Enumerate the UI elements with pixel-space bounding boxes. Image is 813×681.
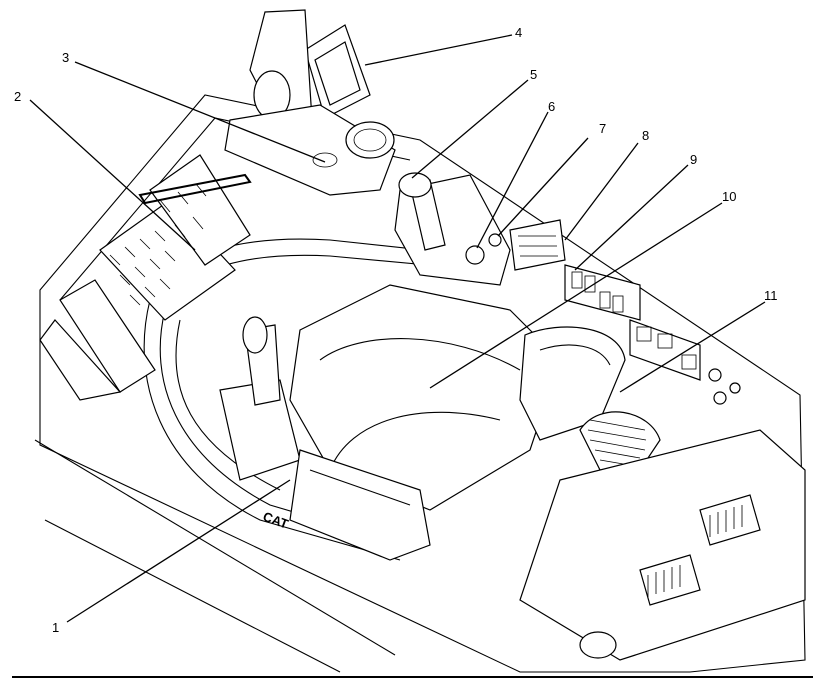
rear-floor-equipment xyxy=(519,368,806,661)
cat-logo-text: CAT xyxy=(261,509,290,532)
leader-lines xyxy=(29,34,766,623)
callout-9: 9 xyxy=(690,152,697,167)
switch-panel-middle xyxy=(564,264,641,321)
leader-6 xyxy=(476,111,549,249)
right-console xyxy=(394,172,511,286)
callout-5: 5 xyxy=(530,67,537,82)
callout-labels: 1 2 3 4 5 6 7 8 9 10 11 xyxy=(14,25,778,635)
leader-11 xyxy=(619,301,766,393)
leader-4 xyxy=(364,34,513,66)
callout-8: 8 xyxy=(642,128,649,143)
monitor xyxy=(249,9,371,133)
travel-pedals xyxy=(99,154,252,321)
leader-8 xyxy=(564,142,639,241)
switch-panel-lower xyxy=(629,319,701,381)
callout-2: 2 xyxy=(14,89,21,104)
leader-5 xyxy=(411,79,529,179)
leader-7 xyxy=(497,137,589,237)
leader-2 xyxy=(29,99,196,251)
callout-10: 10 xyxy=(722,189,736,204)
brand-mark: CAT xyxy=(261,509,290,532)
callout-4: 4 xyxy=(515,25,522,40)
callout-3: 3 xyxy=(62,50,69,65)
callout-1: 1 xyxy=(52,620,59,635)
cup-holder xyxy=(224,104,396,196)
leader-9 xyxy=(574,164,689,271)
callout-7: 7 xyxy=(599,121,606,136)
leader-10 xyxy=(429,202,723,389)
callout-6: 6 xyxy=(548,99,555,114)
switch-panel-upper xyxy=(509,219,566,271)
callout-11: 11 xyxy=(764,288,778,303)
cab-floor xyxy=(12,94,813,678)
leader-3 xyxy=(74,61,326,163)
operator-seat xyxy=(289,284,626,511)
left-console xyxy=(219,316,431,561)
footrest xyxy=(39,279,156,401)
leader-1 xyxy=(66,479,291,623)
